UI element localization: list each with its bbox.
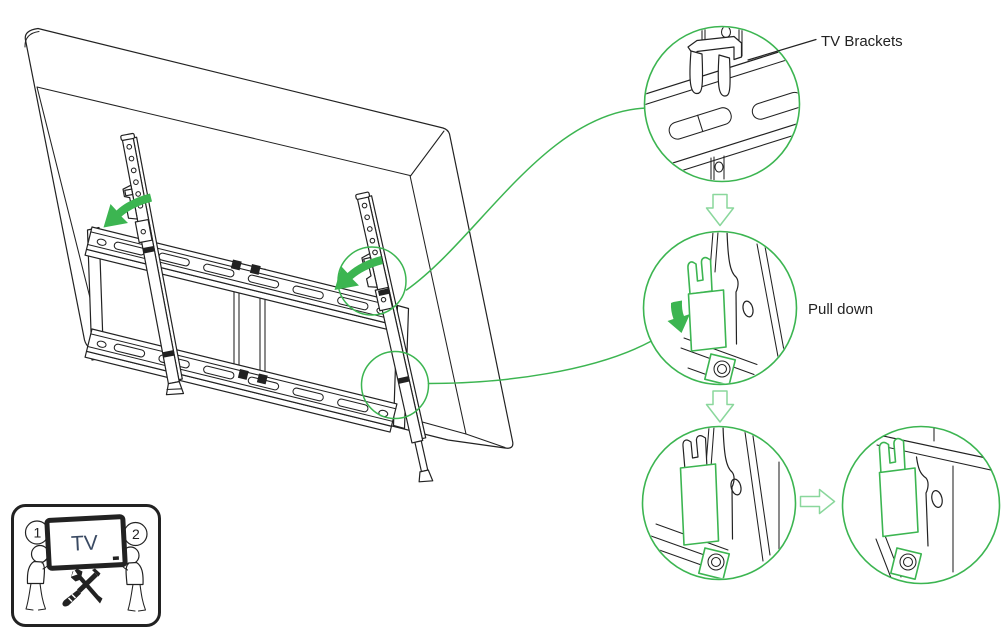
svg-text:TV: TV xyxy=(70,531,98,555)
wall-plate-center-column xyxy=(233,261,266,375)
detail-circle-tv-brackets xyxy=(643,25,817,183)
lock-catch xyxy=(889,547,923,581)
detail-circle-lock-before xyxy=(641,425,797,581)
crossed-tools-icon xyxy=(62,568,103,607)
detail-circle-pull-down xyxy=(642,230,798,386)
step-right-arrow-icon xyxy=(799,488,836,515)
callout-circle-upper xyxy=(337,246,407,316)
pull-down-arrow-icon xyxy=(667,300,690,333)
two-person-lift-panel: 1 2 TV xyxy=(11,504,161,627)
step-down-arrow-icon xyxy=(705,390,735,423)
wall-plate-bottom-rail xyxy=(84,328,398,433)
lock-body xyxy=(878,467,919,538)
bracket-hook-detail xyxy=(682,435,708,471)
lock-catch xyxy=(703,353,737,384)
wall-plate xyxy=(84,226,410,433)
bracket-lock xyxy=(134,218,153,244)
svg-text:2: 2 xyxy=(132,526,140,542)
label-leader-line xyxy=(747,38,817,61)
leader-curve-upper xyxy=(405,107,648,291)
down-left-arrow-icon xyxy=(103,193,152,228)
detail-circle-lock-after xyxy=(841,425,1001,585)
lock-catch xyxy=(697,547,731,579)
lock-tab xyxy=(878,437,906,475)
lock-tab xyxy=(687,256,713,295)
callout-circle-lower xyxy=(360,350,430,420)
label-pull-down: Pull down xyxy=(808,301,873,318)
label-tv-brackets: TV Brackets xyxy=(821,33,903,50)
tv-back-panel xyxy=(24,27,514,449)
down-left-arrow-icon xyxy=(334,256,383,290)
step-down-arrow-icon xyxy=(705,193,735,227)
lock-body xyxy=(679,463,720,546)
svg-text:1: 1 xyxy=(34,525,42,541)
tv-bracket-right xyxy=(355,191,434,483)
leader-curve-lower xyxy=(427,340,652,385)
tv-screen: TV xyxy=(44,514,128,571)
lock-body xyxy=(687,289,727,352)
